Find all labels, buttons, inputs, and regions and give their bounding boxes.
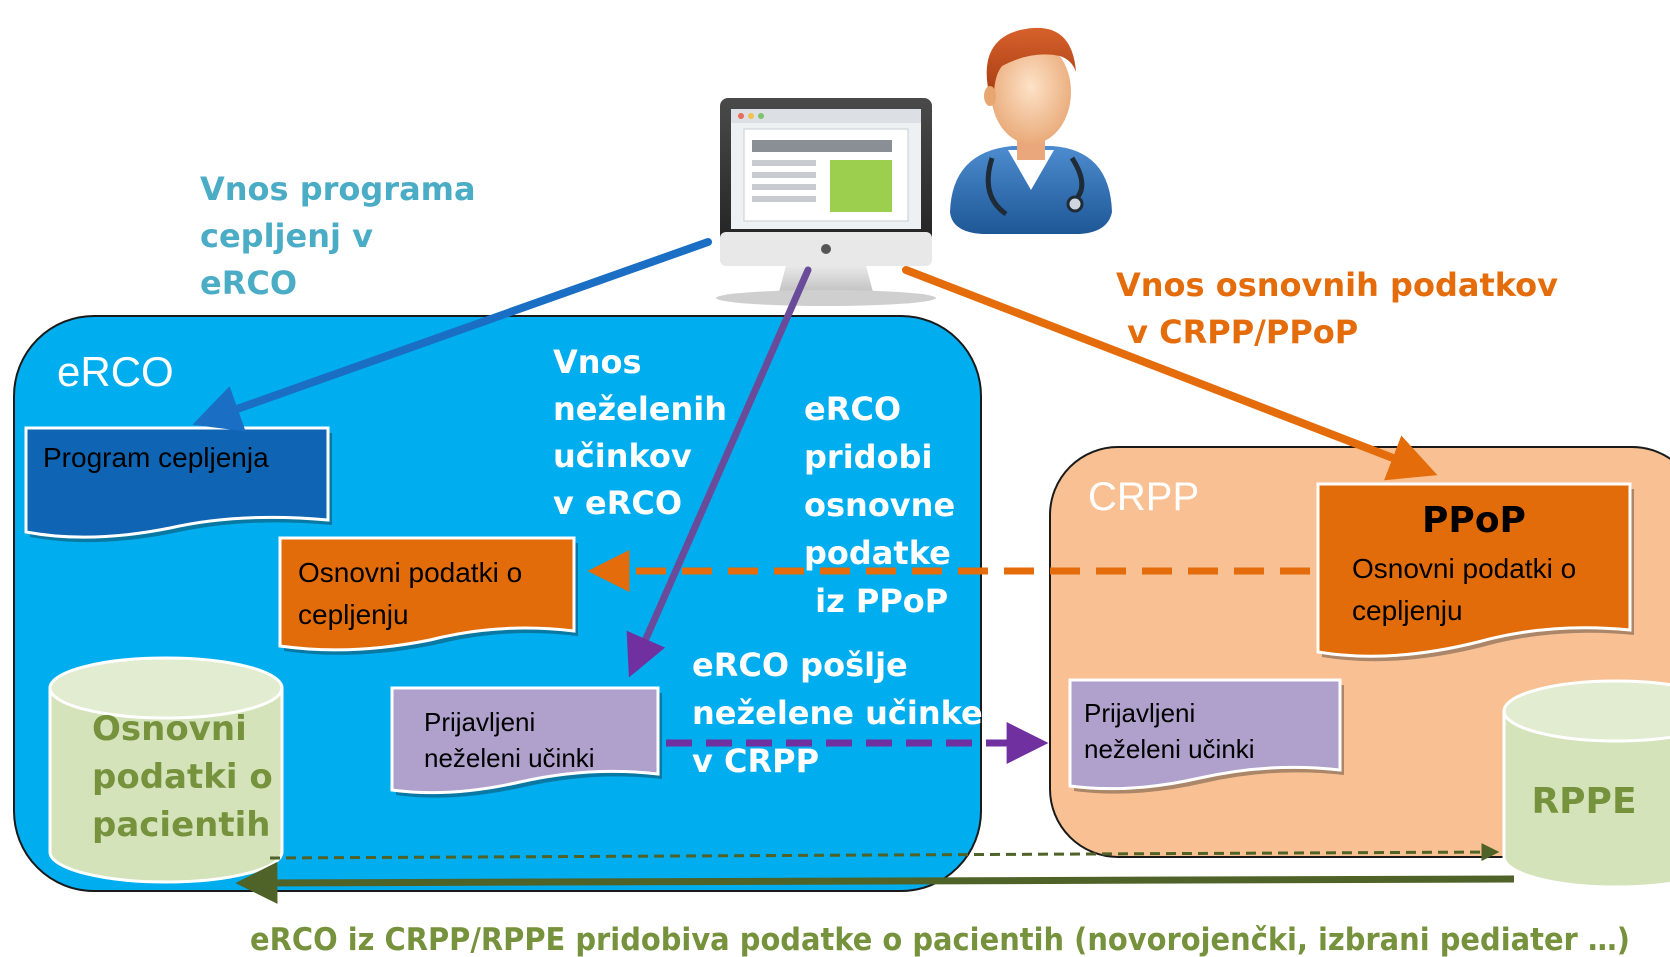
erco-pridobi-line-4: podatke bbox=[804, 534, 951, 572]
svg-text:Osnovni podatki o: Osnovni podatki o pacientih bbox=[92, 709, 285, 845]
prijavljeni-erco-line-1: Prijavljeni bbox=[424, 707, 535, 737]
arrow-vnos-nezelenih bbox=[626, 266, 812, 678]
svg-text:Osnovni podatki o ceplje: Osnovni podatki o cepljenju bbox=[298, 557, 530, 630]
computer-monitor-icon bbox=[716, 98, 936, 306]
osnovni-podatki-erco-document: Osnovni podatki o cepljenju bbox=[278, 536, 578, 655]
svg-text:Osnovni podatki o ceplje: Osnovni podatki o cepljenju bbox=[1352, 553, 1584, 626]
erco-container-label: eRCO bbox=[57, 348, 174, 395]
patients-database: Osnovni podatki o pacientih bbox=[48, 656, 285, 884]
vnos-nezelenih-label: Vnos neželenih učinkov v eRCO bbox=[553, 343, 738, 522]
erco-poslje-line-3: v CRPP bbox=[692, 742, 819, 780]
vnos-nezelenih-line-4: v eRCO bbox=[553, 484, 682, 522]
program-cepljenja-document: Program cepljenja bbox=[24, 426, 332, 543]
vnos-programa-line-2: cepljenj v bbox=[200, 217, 373, 255]
prijavljeni-erco-document: Prijavljeni neželeni učinki bbox=[390, 686, 662, 798]
vnos-osnovnih-line-2: v CRPP/PPoP bbox=[1116, 313, 1358, 351]
ppop-title: PPoP bbox=[1422, 500, 1526, 541]
erco-poslje-line-2: neželene učinke bbox=[692, 694, 983, 732]
doctor-avatar-icon bbox=[950, 27, 1112, 234]
prijavljeni-crpp-line-1: Prijavljeni bbox=[1084, 698, 1195, 728]
rppe-database: RPPE bbox=[1502, 679, 1670, 889]
vnos-programa-label: Vnos programa cepljenj v eRCO bbox=[200, 170, 487, 302]
ppop-body-line-1: Osnovni podatki o bbox=[1352, 553, 1576, 584]
bottom-caption: eRCO iz CRPP/RPPE pridobiva podatke o pa… bbox=[250, 922, 1630, 957]
svg-text:Prijavljeni neželeni uči: Prijavljeni neželeni učinki bbox=[1084, 698, 1255, 764]
crpp-container-label: CRPP bbox=[1088, 475, 1199, 519]
vnos-programa-line-3: eRCO bbox=[200, 264, 297, 302]
ppop-document: PPoP Osnovni podatki o cepljenju bbox=[1316, 482, 1634, 662]
vnos-osnovnih-line-1: Vnos osnovnih podatkov bbox=[1116, 266, 1558, 304]
patients-db-line-3: pacientih bbox=[92, 805, 270, 845]
vnos-nezelenih-line-3: učinkov bbox=[553, 437, 692, 475]
osnovni-erco-line-1: Osnovni podatki o bbox=[298, 557, 522, 588]
prijavljeni-crpp-document: Prijavljeni neželeni učinki bbox=[1068, 678, 1344, 794]
program-cepljenja-label: Program cepljenja bbox=[43, 442, 269, 473]
svg-text:Prijavljeni neželeni uči: Prijavljeni neželeni učinki bbox=[424, 707, 595, 773]
vnos-programa-line-1: Vnos programa bbox=[200, 170, 476, 208]
erco-pridobi-line-3: osnovne bbox=[804, 486, 955, 524]
arrow-patients-to-rppe bbox=[269, 843, 1500, 862]
arrow-rppe-to-patients bbox=[235, 861, 1515, 904]
arrow-vnos-programa bbox=[192, 238, 712, 432]
arrow-vnos-osnovnih bbox=[902, 266, 1438, 481]
erco-pridobi-line-5: iz PPoP bbox=[804, 582, 948, 620]
prijavljeni-crpp-line-2: neželeni učinki bbox=[1084, 734, 1255, 764]
osnovni-erco-line-2: cepljenju bbox=[298, 599, 409, 630]
patients-db-line-1: Osnovni bbox=[92, 709, 247, 749]
erco-poslje-label: eRCO pošlje neželene učinke v CRPP bbox=[692, 646, 994, 780]
erco-pridobi-line-2: pridobi bbox=[804, 438, 932, 476]
vnos-nezelenih-line-2: neželenih bbox=[553, 390, 727, 428]
erco-pridobi-line-1: eRCO bbox=[804, 390, 901, 428]
vnos-nezelenih-line-1: Vnos bbox=[553, 343, 642, 381]
rppe-db-label: RPPE bbox=[1531, 781, 1636, 822]
erco-poslje-line-1: eRCO pošlje bbox=[692, 646, 908, 684]
prijavljeni-erco-line-2: neželeni učinki bbox=[424, 743, 595, 773]
patients-db-line-2: podatki o bbox=[92, 757, 273, 797]
ppop-body-line-2: cepljenju bbox=[1352, 595, 1463, 626]
vnos-osnovnih-label: Vnos osnovnih podatkov v CRPP/PPoP bbox=[1116, 266, 1569, 351]
erco-pridobi-label: eRCO pridobi osnovne podatke iz PPoP bbox=[804, 390, 966, 620]
